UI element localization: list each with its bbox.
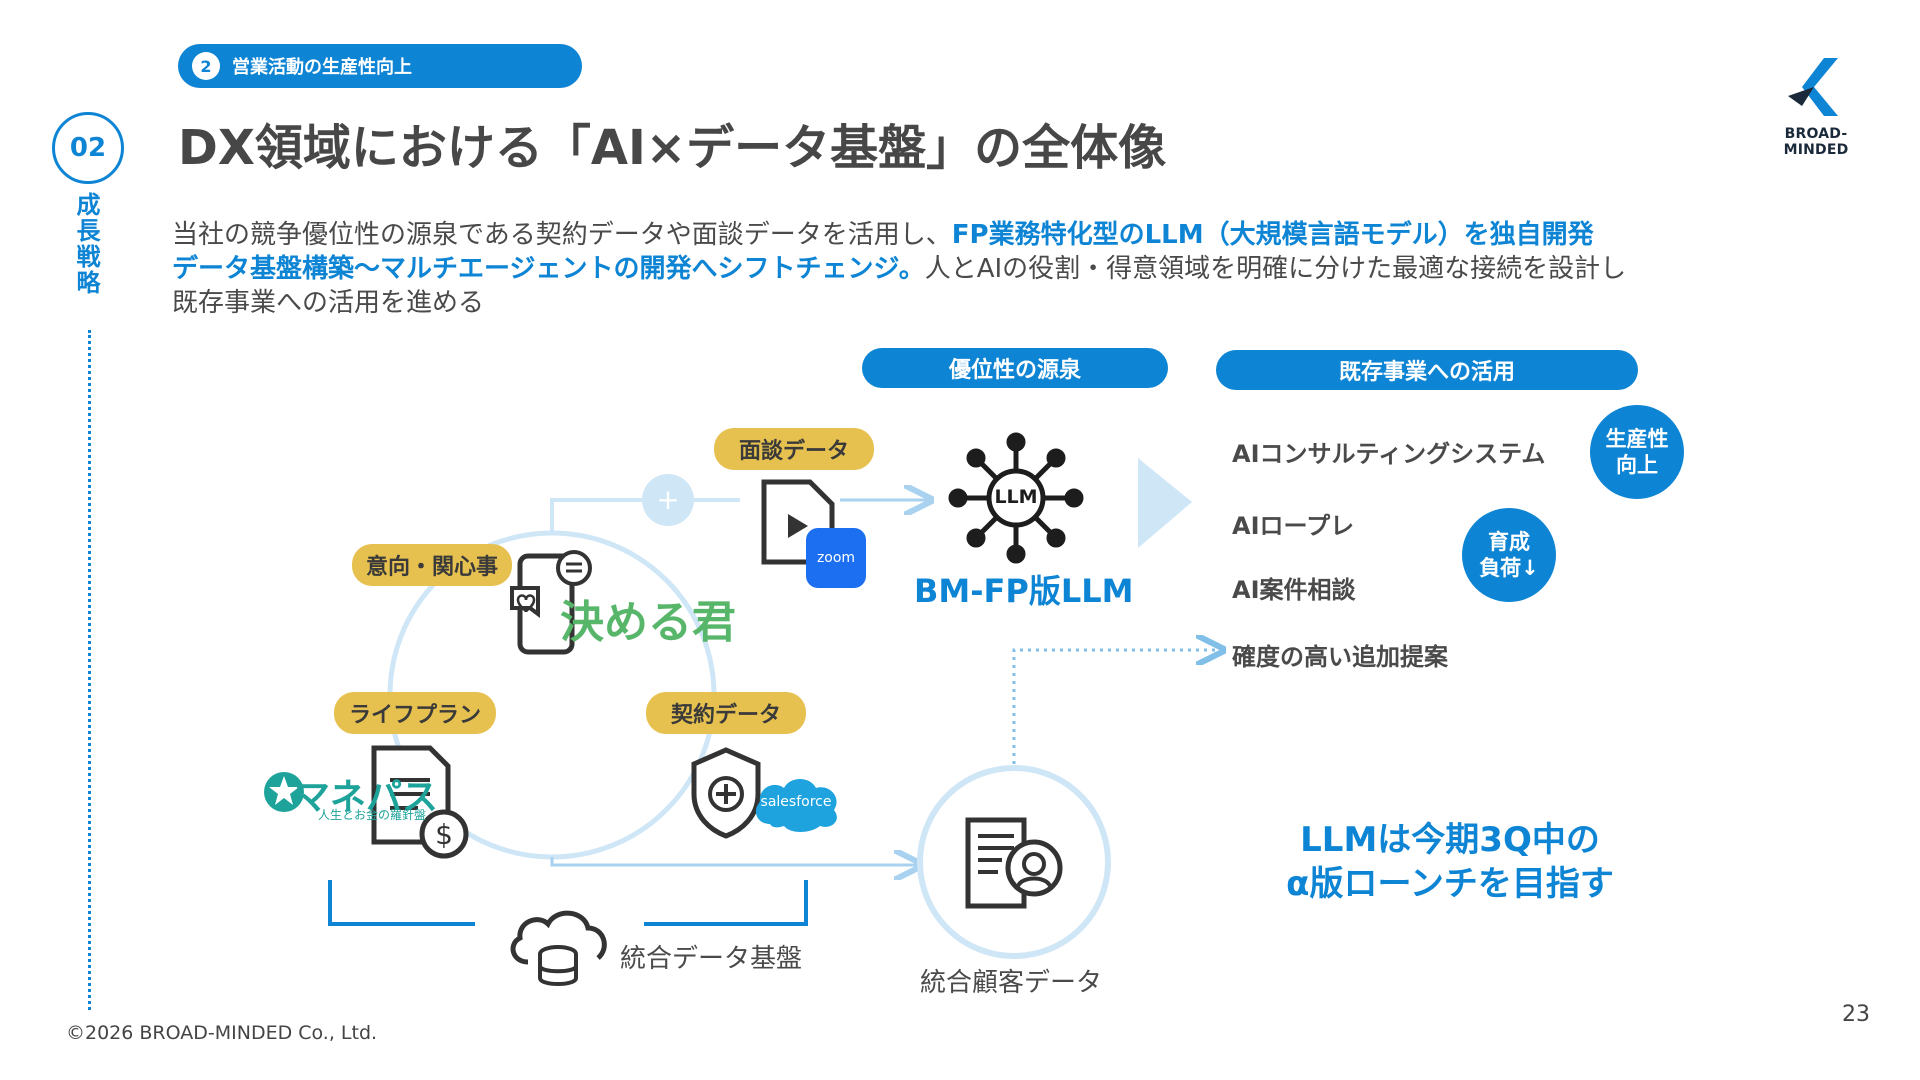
document-dollar-icon: $ — [371, 745, 469, 859]
tag-contract: 契約データ — [646, 692, 806, 734]
use-ai-case-consult: AI案件相談 — [1232, 576, 1356, 604]
section-number: 2 — [192, 52, 220, 80]
llm-icon-label: LLM — [994, 486, 1038, 508]
page-title: DX領域における「AI×データ基盤」の全体像 — [178, 120, 1167, 176]
goal-line1: LLMは今期3Q中の — [1300, 820, 1600, 860]
use-additional-proposal: 確度の高い追加提案 — [1232, 643, 1448, 671]
manepas-star-icon — [264, 772, 304, 812]
header-advantage: 優位性の源泉 — [862, 348, 1168, 388]
customer-profile-icon — [965, 817, 1063, 909]
logo-name: BROAD-MINDED — [1783, 126, 1849, 158]
lead-line3-plain: 既存事業への活用を進める — [172, 288, 485, 318]
shield-plus-icon — [691, 747, 761, 839]
logo-mark-icon — [1788, 58, 1838, 116]
company-logo: BROAD-MINDED — [1756, 56, 1876, 158]
llm-name: BM-FP版LLM — [914, 572, 1134, 610]
manepas-tagline: 人生とお金の羅針盤 — [318, 808, 427, 822]
lead-paragraph: 当社の競争優位性の源泉である契約データや面談データを活用し、FP業務特化型のLL… — [172, 218, 1626, 320]
plus-circle — [642, 474, 694, 526]
lead-line1-highlight: FP業務特化型のLLM（大規模言語モデル）を独自開発 — [951, 220, 1594, 250]
arrow-to-customer-data — [550, 857, 918, 865]
chapter-number: 02 — [52, 112, 124, 184]
kimeru-logo: 決める君 — [560, 597, 736, 648]
platform-bracket-left — [328, 880, 475, 926]
use-ai-consulting: AIコンサルティングシステム — [1232, 440, 1546, 468]
header-usage: 既存事業への活用 — [1216, 350, 1638, 390]
salesforce-logo: salesforce — [760, 794, 832, 810]
manepas-logo: マネパス — [294, 777, 439, 818]
tag-lifeplan: ライフプラン — [334, 692, 496, 734]
goal-line2: α版ローンチを目指す — [1286, 864, 1614, 904]
tag-interview: 面談データ — [714, 428, 874, 470]
section-tag: 2 営業活動の生産性向上 — [178, 44, 582, 88]
tag-intent: 意向・関心事 — [352, 544, 512, 586]
badge-training-load: 育成負荷↓ — [1462, 508, 1556, 602]
dotted-link-to-proposal — [1012, 650, 1220, 764]
page-number: 23 — [1842, 1002, 1870, 1027]
svg-text:+: + — [656, 483, 679, 516]
platform-bracket-right — [644, 880, 808, 926]
zoom-logo: zoom — [806, 528, 866, 588]
caption-data-platform: 統合データ基盤 — [620, 944, 803, 974]
cloud-database-icon — [510, 910, 607, 986]
lead-line2-plain: 人とAIの役割・得意領域を明確に分けた最適な接続を設計し — [924, 254, 1627, 284]
lead-line2-highlight: データ基盤構築～マルチエージェントの開発へシフトチェンジ。 — [172, 254, 925, 284]
badge-productivity: 生産性向上 — [1590, 405, 1684, 499]
copyright: ©2026 BROAD-MINDED Co., Ltd. — [66, 1022, 378, 1044]
llm-network-icon — [948, 432, 1084, 564]
phone-chat-icon — [510, 550, 592, 655]
goal-statement: LLMは今期3Q中の α版ローンチを目指す — [1240, 818, 1660, 906]
section-label: 営業活動の生産性向上 — [232, 57, 412, 78]
chapter-label: 成長戦略 — [72, 192, 100, 296]
chapter-divider — [88, 330, 91, 1010]
svg-text:$: $ — [435, 818, 453, 851]
salesforce-cloud-icon — [755, 779, 837, 832]
use-ai-roleplay: AIロープレ — [1232, 512, 1355, 540]
lead-line1-plain: 当社の競争優位性の源泉である契約データや面談データを活用し、 — [172, 220, 952, 250]
caption-customer-data: 統合顧客データ — [920, 968, 1103, 998]
chevron-arrow — [1138, 458, 1192, 548]
